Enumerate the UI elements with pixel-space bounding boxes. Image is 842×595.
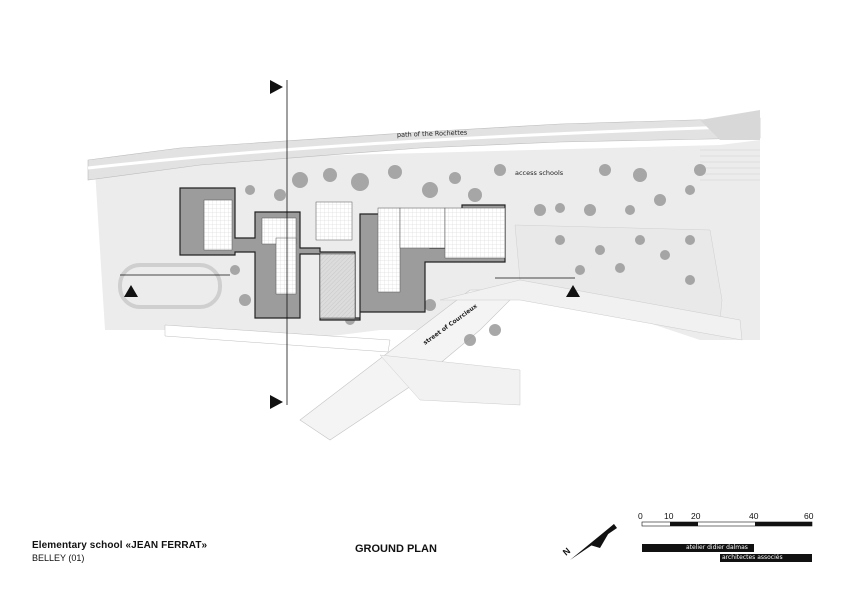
section-markers [124,80,580,409]
title-block: Elementary school «JEAN FERRAT» BELLEY (… [32,540,207,563]
scale-tick-20: 20 [691,511,701,521]
section-arrow-right-icon [566,285,580,297]
firm-name-line2: architectes associés [720,554,812,562]
drawing-title: GROUND PLAN [355,543,437,555]
section-arrow-bottom-icon [270,395,283,409]
scale-tick-10: 10 [664,511,674,521]
school-building [179,187,506,321]
scale-tick-60: 60 [804,511,814,521]
section-arrow-left-icon [124,285,138,297]
firm-name-line1: atelier didier dalmas [642,544,754,552]
project-name: Elementary school «JEAN FERRAT» [32,540,208,551]
scale-tick-40: 40 [749,511,759,521]
project-location: BELLEY (01) [32,553,85,563]
access-label: access schools [515,169,564,177]
section-lines [120,80,575,405]
path-label: path of the Rochettes [397,129,468,139]
section-arrow-top-icon [270,80,283,94]
scale-tick-0: 0 [638,511,643,521]
trees [230,164,706,346]
north-arrow-icon: N [561,524,617,560]
scale-bar: 0 10 20 40 60 [638,511,814,527]
north-letter: N [561,546,572,558]
